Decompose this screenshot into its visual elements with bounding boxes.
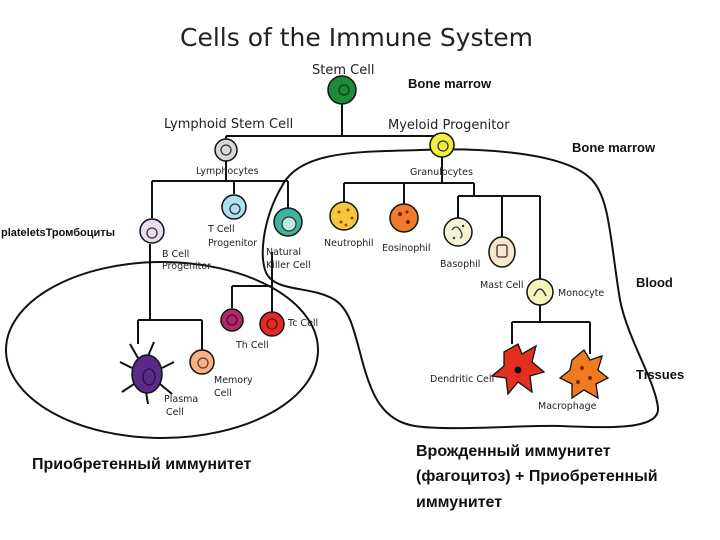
caption-innate-line3: иммунитет xyxy=(416,494,502,511)
stem-cell xyxy=(327,75,357,105)
t-cell-progenitor xyxy=(221,194,247,220)
label-nk-line1: Natural xyxy=(266,247,301,258)
label-b-cell-line1: B Cell xyxy=(162,249,189,260)
label-nk-line2: Killer Cell xyxy=(266,260,311,271)
annotation-bone-marrow-top: Bone marrow xyxy=(408,76,492,91)
caption-innate-line2: (фагоцитоз) + Приобретенный xyxy=(416,468,658,485)
mast-cell xyxy=(488,236,516,268)
annotation-platelets: plateletsТромбоциты xyxy=(1,227,115,239)
plasma-cell xyxy=(119,341,175,405)
label-memory-line2: Cell xyxy=(214,388,232,399)
natural-killer-cell xyxy=(273,207,303,237)
monocyte-cell xyxy=(526,278,554,306)
caption-innate-line1: Врожденный иммунитет xyxy=(416,443,611,460)
label-granulocytes: Granulocytes xyxy=(410,167,473,178)
label-b-cell-line2: Progenitor xyxy=(162,261,211,272)
tc-cell xyxy=(259,311,285,337)
caption-acquired-immunity: Приобретенный иммунитет xyxy=(32,456,251,473)
label-plasma-line1: Plasma xyxy=(164,394,198,405)
macrophage-cell xyxy=(558,349,610,400)
label-monocyte: Monocyte xyxy=(558,288,604,299)
label-t-cell-line2: Progenitor xyxy=(208,238,257,249)
label-dendritic-cell: Dendritic Cell xyxy=(430,374,494,385)
dendritic-cell xyxy=(490,343,546,396)
label-macrophage: Macrophage xyxy=(538,401,597,412)
label-lymphocytes: Lymphocytes xyxy=(196,166,259,177)
lymphoid-stem-cell xyxy=(214,138,238,162)
label-lymphoid-stem-cell: Lymphoid Stem Cell xyxy=(164,117,293,132)
basophil-cell xyxy=(443,217,473,247)
acquired-region-outline xyxy=(5,261,319,439)
label-memory-line1: Memory xyxy=(214,375,253,386)
myeloid-progenitor-cell xyxy=(429,132,455,158)
memory-cell xyxy=(189,349,215,375)
label-plasma-line2: Cell xyxy=(166,407,184,418)
annotation-blood: Blood xyxy=(636,275,673,290)
annotation-tissues: Tissues xyxy=(636,367,684,382)
label-t-cell-line1: T Cell xyxy=(207,224,235,235)
label-eosinophil: Eosinophil xyxy=(382,243,431,254)
neutrophil-cell xyxy=(329,201,359,231)
label-myeloid-progenitor: Myeloid Progenitor xyxy=(388,118,510,133)
label-tc-cell: Tc Cell xyxy=(287,318,318,329)
lineage-lines xyxy=(137,104,591,354)
label-mast-cell: Mast Cell xyxy=(480,280,523,291)
label-stem-cell: Stem Cell xyxy=(312,63,374,78)
label-th-cell: Th Cell xyxy=(235,340,269,351)
innate-region-outline xyxy=(261,148,660,430)
diagram-title: Cells of the Immune System xyxy=(180,23,533,52)
th-cell xyxy=(220,308,244,332)
b-cell-progenitor xyxy=(139,218,165,244)
eosinophil-cell xyxy=(389,203,419,233)
label-basophil: Basophil xyxy=(440,259,480,270)
annotation-bone-marrow-right: Bone marrow xyxy=(572,140,656,155)
label-neutrophil: Neutrophil xyxy=(324,238,374,249)
